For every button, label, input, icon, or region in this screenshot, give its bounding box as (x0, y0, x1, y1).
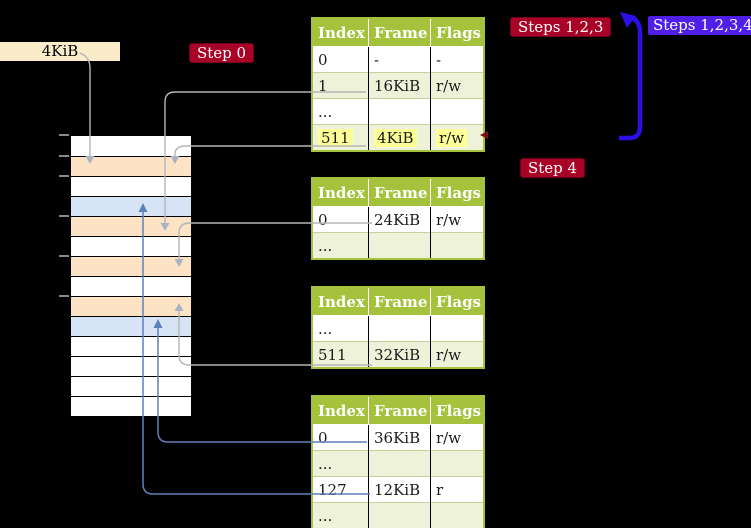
table-cell: r/w (430, 72, 484, 99)
table-cell: 511 (312, 124, 369, 151)
frame-size-label: 4KiB (0, 42, 120, 61)
table-cell: - (430, 46, 484, 73)
memory-tick (59, 134, 69, 136)
table-cell: ... (312, 450, 369, 477)
table-cell (430, 315, 484, 342)
memory-frame-table (71, 296, 191, 316)
highlighted-value: 4KiB (374, 128, 417, 147)
column-header: Frame (368, 18, 431, 47)
table-row: ... (312, 502, 484, 528)
table-cell: r/w (430, 424, 484, 451)
table-cell: 511 (312, 341, 369, 368)
table-cell: 0 (312, 424, 369, 451)
steps1234-badge: Steps 1,2,3,4 (648, 16, 751, 35)
table-row: 511 4KiB r/w (312, 124, 484, 151)
memory-tick (59, 255, 69, 257)
highlighted-value: 511 (318, 128, 353, 147)
table-row: 0-- (312, 46, 484, 73)
memory-frame-table (71, 156, 191, 176)
memory-tick (59, 215, 69, 217)
memory-frame-plain (71, 176, 191, 196)
memory-tick (59, 175, 69, 177)
memory-frame-plain (71, 356, 191, 376)
memory-frame-plain (71, 136, 191, 156)
steps123-badge: Steps 1,2,3 (510, 17, 612, 37)
column-header: Frame (368, 396, 431, 425)
table-row: ... (312, 315, 484, 342)
column-header: Flags (430, 18, 484, 47)
table-row: ... (312, 450, 484, 477)
table-cell (368, 98, 431, 125)
step4-badge: Step 4 (520, 158, 586, 178)
memory-frame-plain (71, 396, 191, 416)
table-row: ... (312, 232, 484, 259)
table-cell: 32KiB (368, 341, 431, 368)
memory-frame-plain (71, 376, 191, 396)
table-cell: 24KiB (368, 206, 431, 233)
table-cell (430, 450, 484, 477)
step0-badge: Step 0 (189, 43, 255, 63)
table-cell: ... (312, 232, 369, 259)
column-header: Index (312, 287, 369, 316)
table-cell (368, 502, 431, 528)
highlighted-value: r/w (436, 128, 468, 147)
column-header: Frame (368, 178, 431, 207)
table-cell: 36KiB (368, 424, 431, 451)
table-cell: ... (312, 502, 369, 528)
memory-frame-plain (71, 336, 191, 356)
table-cell: - (368, 46, 431, 73)
column-header: Frame (368, 287, 431, 316)
memory-frame-page (71, 316, 191, 336)
table-cell: ... (312, 98, 369, 125)
table-cell: r/w (430, 124, 484, 151)
table-cell: r (430, 476, 484, 503)
column-header: Flags (430, 287, 484, 316)
memory-frame-table (71, 216, 191, 236)
table-cell: 16KiB (368, 72, 431, 99)
memory-frame-plain (71, 236, 191, 256)
table-cell: 4KiB (368, 124, 431, 151)
memory-frame-table (71, 256, 191, 276)
steps-loop-arrowhead (620, 12, 636, 28)
column-header: Index (312, 396, 369, 425)
table-cell: 127 (312, 476, 369, 503)
memory-tick (59, 155, 69, 157)
column-header: Index (312, 178, 369, 207)
table-cell (368, 232, 431, 259)
table-cell (368, 315, 431, 342)
column-header: Flags (430, 178, 484, 207)
memory-tick (59, 295, 69, 297)
column-header: Index (312, 18, 369, 47)
column-header: Flags (430, 396, 484, 425)
table-cell: 0 (312, 46, 369, 73)
steps-loop-arrow (619, 14, 643, 141)
table-cell: r/w (430, 206, 484, 233)
memory-frame-page (71, 196, 191, 216)
table-cell: 12KiB (368, 476, 431, 503)
table-cell (368, 450, 431, 477)
table-cell: ... (312, 315, 369, 342)
table-cell (430, 98, 484, 125)
table-cell: r/w (430, 341, 484, 368)
table-cell (430, 232, 484, 259)
table-cell (430, 502, 484, 528)
table-cell: 1 (312, 72, 369, 99)
table-row: ... (312, 98, 484, 125)
memory-frame-plain (71, 276, 191, 296)
table-cell: 0 (312, 206, 369, 233)
physical-memory-stack (70, 135, 192, 417)
